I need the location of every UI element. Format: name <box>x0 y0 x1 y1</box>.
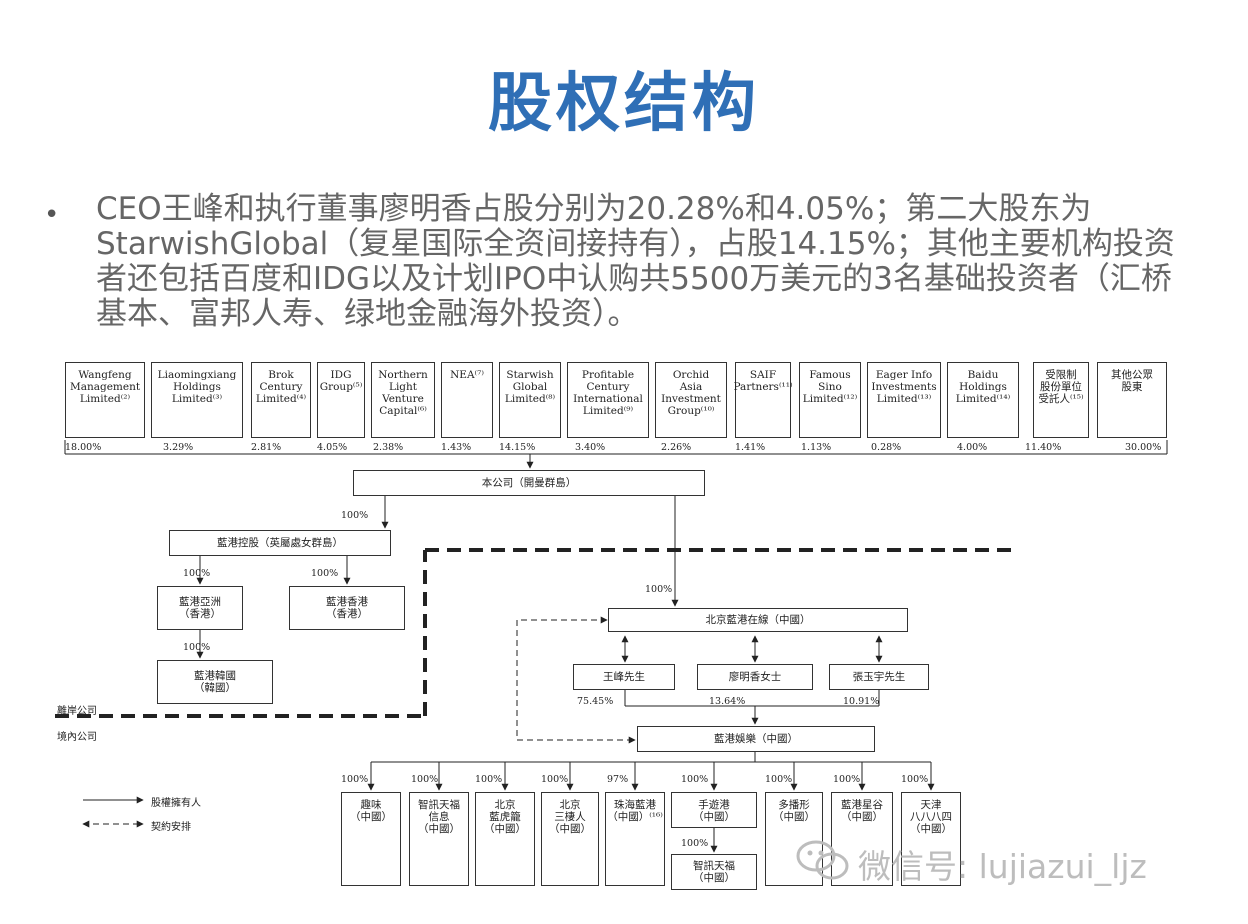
shareholder-box: SAIF Partners⁽¹¹⁾ <box>733 362 793 438</box>
ownership-percent: 18.00% <box>65 442 102 453</box>
subsidiary-box: 北京 三棲人 （中國） <box>541 792 599 886</box>
ownership-percent: 4.00% <box>957 442 988 453</box>
watermark-text: 微信号: lujiazui_ljz <box>858 847 1147 886</box>
ownership-percent: 100% <box>645 584 673 595</box>
ownership-percent: 0.28% <box>871 442 902 453</box>
shareholder-box: IDG Group⁽⁵⁾ <box>317 362 365 438</box>
shareholder-box: Orchid Asia Investment Group⁽¹⁰⁾ <box>655 362 727 438</box>
shareholder-box: Wangfeng Management Limited⁽²⁾ <box>65 362 145 438</box>
offshore-label: 離岸公司 <box>57 706 97 717</box>
bullet-marker: • <box>44 200 60 230</box>
hk-box: 藍港香港 （香港） <box>289 586 405 630</box>
ownership-percent: 100% <box>475 774 503 785</box>
ownership-percent: 1.43% <box>441 442 472 453</box>
subsidiary-box: 北京 藍虎籠 （中國） <box>475 792 535 886</box>
bullet-text: CEO王峰和执行董事廖明香占股分别为20.28%和4.05%；第二大股东为Sta… <box>96 191 1175 332</box>
ownership-percent: 13.64% <box>709 696 746 707</box>
ownership-percent: 2.26% <box>661 442 692 453</box>
ownership-percent: 1.41% <box>735 442 766 453</box>
ownership-percent: 100% <box>681 838 709 849</box>
wfoe-box: 北京藍港在線（中國） <box>608 608 908 632</box>
ownership-percent: 14.15% <box>499 442 536 453</box>
page-title: 股权结构 <box>488 67 760 141</box>
ownership-percent: 100% <box>183 568 211 579</box>
shareholder-box: Famous Sino Limited⁽¹²⁾ <box>799 362 861 438</box>
ownership-percent: 11.40% <box>1025 442 1062 453</box>
vie-box: 藍港娛樂（中國） <box>637 726 875 752</box>
shareholder-box: Liaomingxiang Holdings Limited⁽³⁾ <box>151 362 243 438</box>
ownership-percent: 100% <box>341 510 369 521</box>
ownership-percent: 1.13% <box>801 442 832 453</box>
subsidiary-box: 珠海藍港 （中國）⁽¹⁶⁾ <box>605 792 665 886</box>
subsidiary-box: 手遊港 （中國） <box>671 792 757 828</box>
ownership-percent: 3.40% <box>575 442 606 453</box>
legend-dashed-label: 契約安排 <box>151 822 191 833</box>
person-box: 王峰先生 <box>573 664 675 690</box>
ownership-percent: 2.38% <box>373 442 404 453</box>
ownership-percent: 100% <box>901 774 929 785</box>
shareholder-box: Baidu Holdings Limited⁽¹⁴⁾ <box>947 362 1019 438</box>
ownership-percent: 100% <box>183 642 211 653</box>
ownership-percent: 100% <box>681 774 709 785</box>
ownership-percent: 3.29% <box>163 442 194 453</box>
asia-box: 藍港亞洲 （香港） <box>157 586 243 630</box>
shareholder-box: NEA⁽⁷⁾ <box>441 362 493 438</box>
ownership-percent: 100% <box>541 774 569 785</box>
shareholder-box: Profitable Century International Limited… <box>567 362 649 438</box>
subsidiary-box: 趣味 （中國） <box>341 792 401 886</box>
person-box: 廖明香女士 <box>697 664 813 690</box>
ownership-percent: 4.05% <box>317 442 348 453</box>
shareholder-box: Northern Light Venture Capital⁽⁶⁾ <box>371 362 435 438</box>
shareholder-box: 受限制 股份單位 受託人⁽¹⁵⁾ <box>1033 362 1089 438</box>
ownership-percent: 10.91% <box>843 696 880 707</box>
ownership-percent: 100% <box>765 774 793 785</box>
connector-lines <box>55 440 1168 853</box>
holdco-box: 藍港控股（英屬處女群島） <box>169 530 391 556</box>
ownership-percent: 100% <box>341 774 369 785</box>
ownership-percent: 2.81% <box>251 442 282 453</box>
subsidiary-box: 藍港星谷 （中國） <box>831 792 893 886</box>
ownership-percent: 100% <box>311 568 339 579</box>
shareholder-box: 其他公眾 股東 <box>1097 362 1167 438</box>
company-box: 本公司（開曼群島） <box>353 470 705 496</box>
wechat-icon <box>796 840 849 880</box>
ownership-percent: 75.45% <box>577 696 614 707</box>
korea-box: 藍港韓國 （韓國） <box>157 660 273 704</box>
ownership-percent: 100% <box>833 774 861 785</box>
ownership-diagram: Wangfeng Management Limited⁽²⁾ Liaomingx… <box>55 350 1205 910</box>
legend-solid-label: 股權擁有人 <box>151 798 201 809</box>
shareholder-box: Brok Century Limited⁽⁴⁾ <box>251 362 311 438</box>
shareholder-box: Eager Info Investments Limited⁽¹³⁾ <box>867 362 941 438</box>
shareholder-box: Starwish Global Limited⁽⁸⁾ <box>499 362 561 438</box>
ownership-percent: 97% <box>607 774 629 785</box>
sub-child-box: 智訊天福 （中國） <box>671 854 757 890</box>
person-box: 張玉宇先生 <box>829 664 929 690</box>
onshore-label: 境內公司 <box>57 732 97 743</box>
ownership-percent: 100% <box>411 774 439 785</box>
ownership-percent: 30.00% <box>1125 442 1162 453</box>
subsidiary-box: 智訊天福 信息 （中國） <box>409 792 469 886</box>
subsidiary-box: 天津 八八八四 （中國） <box>901 792 961 886</box>
